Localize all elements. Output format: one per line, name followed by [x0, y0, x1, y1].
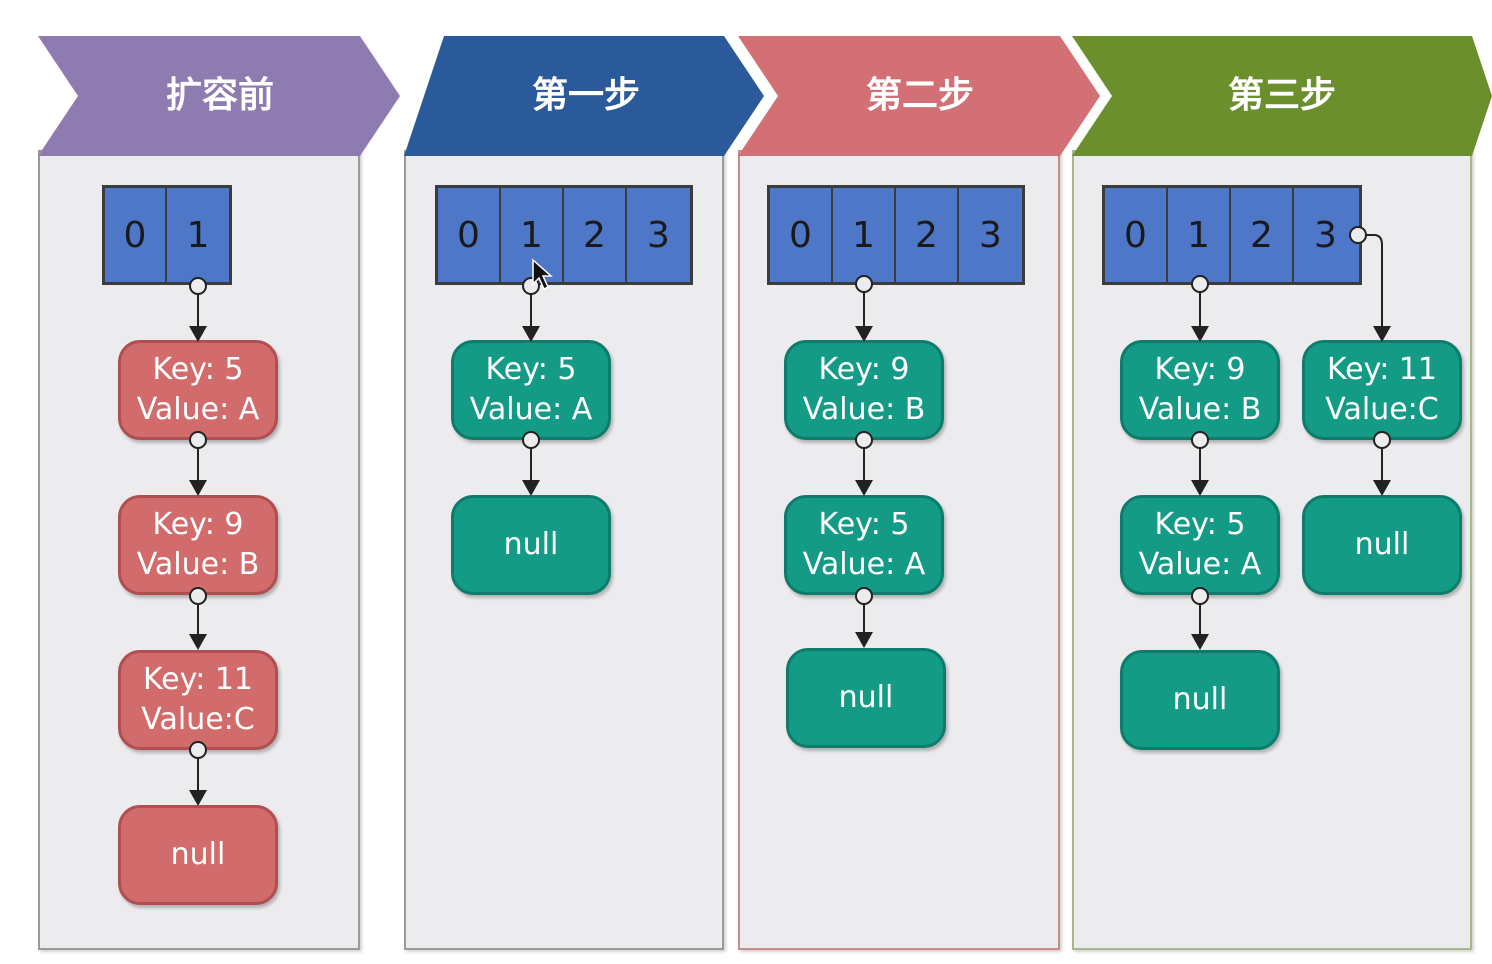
entry-node: Key: 11 Value:C: [118, 650, 278, 750]
entry-node: Key: 5 Value: A: [784, 495, 944, 595]
node-null: null: [1354, 527, 1410, 562]
entry-node: Key: 5 Value: A: [451, 340, 611, 440]
node-value: Value: A: [136, 392, 260, 427]
node-value: Value:C: [141, 702, 255, 737]
stage-title: 第二步: [865, 75, 974, 116]
node-key: Key: 5: [152, 352, 244, 387]
node-null: null: [503, 527, 559, 562]
node-null: null: [170, 837, 226, 872]
chevron-shape: [1072, 36, 1492, 156]
stage-header-before: 扩容前: [38, 36, 402, 156]
entry-node: Key: 5 Value: A: [118, 340, 278, 440]
node-key: Key: 11: [142, 662, 254, 697]
bucket-array-step1: 0 1 2 3: [435, 185, 693, 285]
node-key: Key: 9: [152, 507, 244, 542]
array-cell: 0: [1105, 188, 1168, 282]
chevron-shape: [738, 36, 1100, 156]
array-cell: 1: [501, 188, 564, 282]
entry-node: Key: 9 Value: B: [784, 340, 944, 440]
chevron-shape: [38, 36, 400, 156]
array-cell: 3: [647, 214, 670, 256]
mouse-cursor-icon: [532, 258, 553, 291]
bucket-array-before: 0 1: [102, 185, 232, 285]
stage-header-step3: 第三步: [1072, 36, 1492, 156]
array-cell: 3: [1314, 214, 1337, 256]
array-cell: 2: [564, 188, 627, 282]
null-node: null: [1302, 495, 1462, 595]
bucket-array-step2: 0 1 2 3: [767, 185, 1025, 285]
null-node: null: [1120, 650, 1280, 750]
entry-node: Key: 9 Value: B: [118, 495, 278, 595]
node-key: Key: 9: [1154, 352, 1246, 387]
stage-title: 第一步: [531, 75, 640, 116]
entry-node: Key: 5 Value: A: [1120, 495, 1280, 595]
array-cell: 1: [1168, 188, 1231, 282]
array-cell: 0: [105, 188, 168, 282]
bucket-array-step3: 0 1 2 3: [1102, 185, 1362, 285]
null-node: null: [118, 805, 278, 905]
array-cell: 2: [896, 188, 959, 282]
array-cell: 1: [186, 214, 210, 256]
node-key: Key: 11: [1326, 352, 1438, 387]
node-value: Value:C: [1325, 392, 1439, 427]
node-value: Value: B: [1138, 392, 1262, 427]
node-value: Value: A: [1138, 547, 1262, 582]
node-key: Key: 5: [1154, 507, 1246, 542]
null-node: null: [786, 648, 946, 748]
entry-node: Key: 11 Value:C: [1302, 340, 1462, 440]
array-cell: 3: [979, 214, 1002, 256]
chevron-shape: [404, 36, 764, 156]
stage-title: 扩容前: [165, 75, 274, 116]
null-node: null: [451, 495, 611, 595]
node-value: Value: A: [802, 547, 926, 582]
entry-node: Key: 9 Value: B: [1120, 340, 1280, 440]
node-null: null: [838, 680, 894, 715]
array-cell: 0: [438, 188, 501, 282]
stage-title: 第三步: [1227, 75, 1336, 116]
stage-header-step1: 第一步: [404, 36, 768, 156]
stage-header-step2: 第二步: [738, 36, 1102, 156]
node-value: Value: A: [469, 392, 593, 427]
node-key: Key: 9: [818, 352, 910, 387]
node-key: Key: 5: [485, 352, 577, 387]
array-cell: 0: [770, 188, 833, 282]
node-key: Key: 5: [818, 507, 910, 542]
array-cell: 2: [1231, 188, 1294, 282]
node-value: Value: B: [802, 392, 926, 427]
node-null: null: [1172, 682, 1228, 717]
node-value: Value: B: [136, 547, 260, 582]
array-cell: 1: [833, 188, 896, 282]
